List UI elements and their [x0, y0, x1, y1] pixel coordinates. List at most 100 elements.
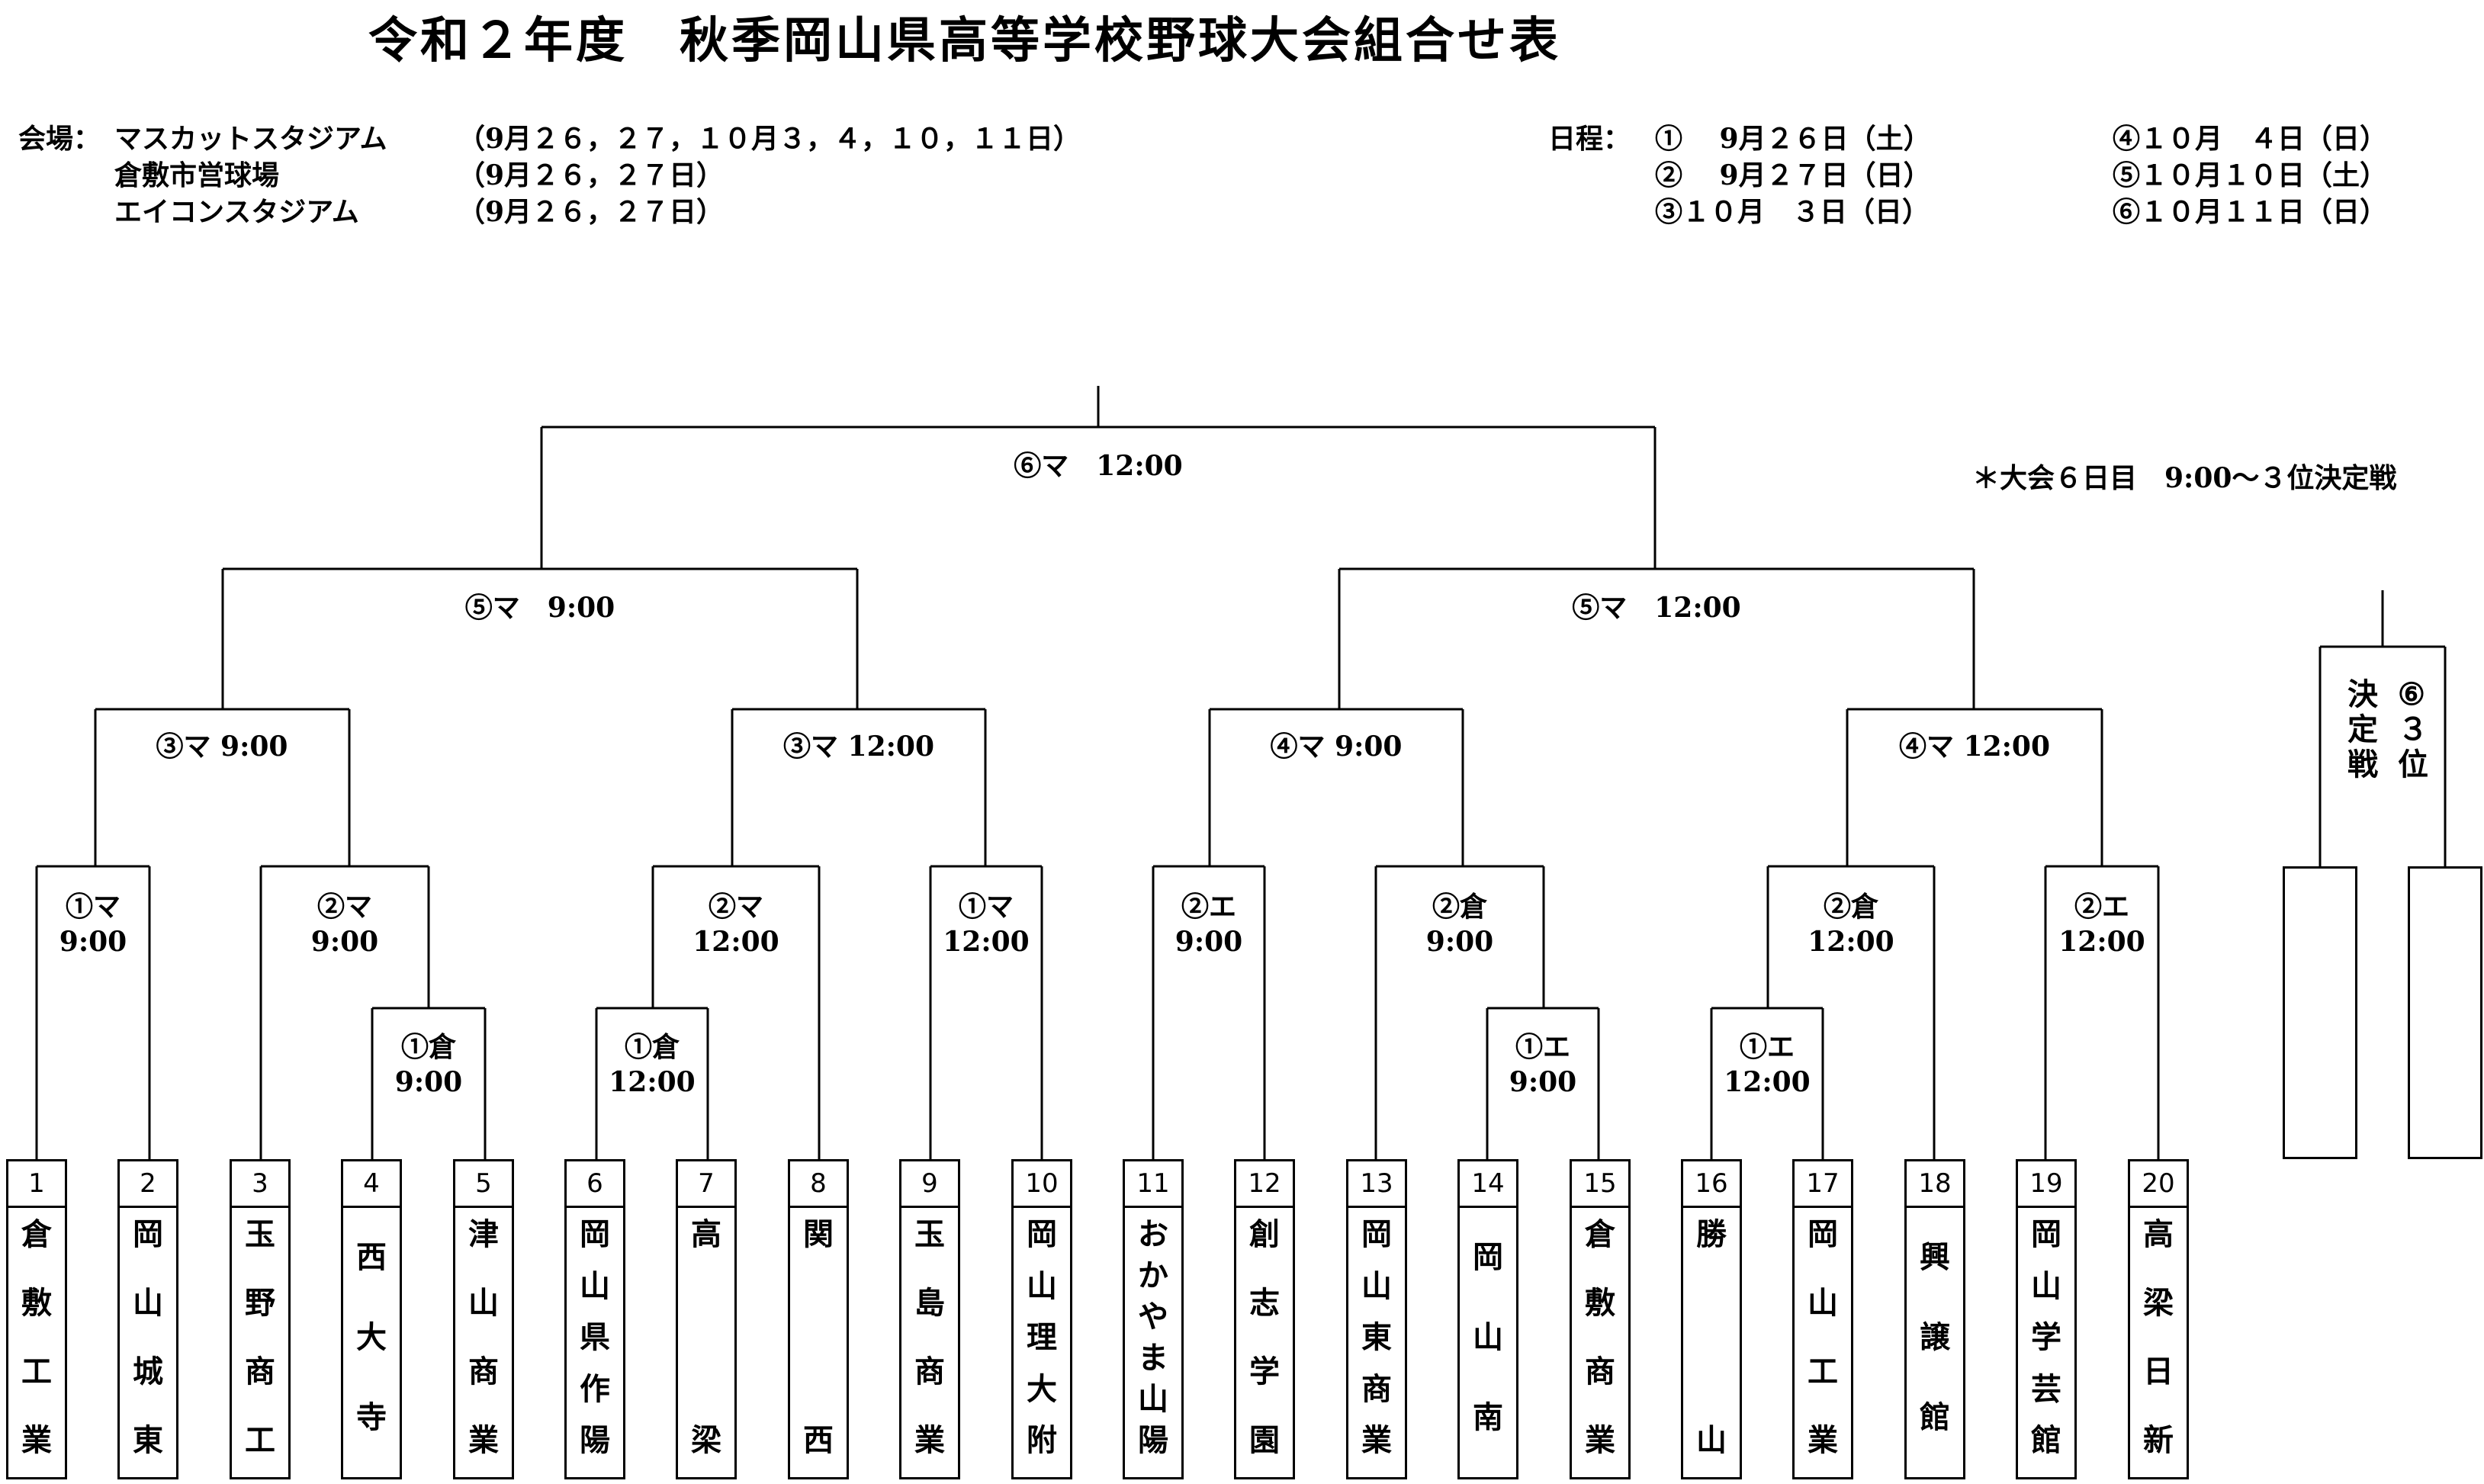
- page-title: 令和２年度 秋季岡山県高等学校野球大会組合せ表: [368, 12, 1561, 69]
- team-name-char: 館: [1920, 1399, 1950, 1436]
- team-name-char: 倉: [21, 1216, 52, 1252]
- team-name-char: 高: [2143, 1216, 2174, 1252]
- team-name-char: 大: [356, 1319, 387, 1355]
- team-name-char: ま: [1138, 1340, 1168, 1376]
- team-number: 4: [343, 1161, 400, 1208]
- third-place-slot-1: [2283, 866, 2357, 1159]
- team-name-char: 島: [914, 1285, 945, 1321]
- team-number: 12: [1236, 1161, 1293, 1208]
- schedule-day-1: ① 9月２６日（土）: [1655, 123, 1931, 155]
- venue-2-dates: （9月２６，２７日）: [458, 159, 725, 191]
- team-name-char: 学: [1249, 1354, 1280, 1389]
- team-number: 1: [8, 1161, 65, 1208]
- team-name-char: 館: [2031, 1422, 2061, 1458]
- team-name-char: 寺: [356, 1399, 387, 1436]
- team-name-char: 山: [1361, 1267, 1392, 1304]
- team-name-char: 学: [2031, 1319, 2061, 1355]
- team-name-char: 高: [691, 1216, 721, 1252]
- schedule-day-2: ② 9月２７日（日）: [1655, 159, 1931, 191]
- team-name-char: お: [1138, 1216, 1168, 1252]
- team-name-char: 東: [133, 1422, 163, 1458]
- team-name: 岡山城東: [120, 1208, 176, 1467]
- match-r3-2: ③マ 12:00: [782, 731, 935, 763]
- team-number: 3: [232, 1161, 288, 1208]
- team-name-char: 西: [803, 1422, 834, 1458]
- team-name-char: 岡: [133, 1216, 163, 1252]
- team-name: 関西: [790, 1208, 847, 1467]
- team-number: 5: [455, 1161, 512, 1208]
- team-number: 7: [678, 1161, 734, 1208]
- team-name: 岡山県作陽: [567, 1208, 623, 1467]
- venue-3-dates: （9月２６，２７日）: [458, 196, 725, 228]
- team-name-char: 附: [1027, 1422, 1057, 1458]
- team-name-char: 梁: [2143, 1285, 2174, 1321]
- team-name-char: 業: [468, 1422, 499, 1458]
- team-name-char: 山: [1473, 1319, 1503, 1355]
- team-number: 17: [1795, 1161, 1851, 1208]
- venue-2-name: 倉敷市営球場: [114, 159, 280, 191]
- match-semi-2: ⑤マ 12:00: [1572, 592, 1741, 624]
- team-number: 8: [790, 1161, 847, 1208]
- team-name-char: 志: [1249, 1285, 1280, 1321]
- team-name-char: 興: [1920, 1238, 1950, 1275]
- team-name-char: 岡: [1473, 1238, 1503, 1275]
- team-name-char: 工: [245, 1422, 275, 1458]
- team-name-char: 山: [580, 1267, 610, 1304]
- team-name-char: 譲: [1920, 1319, 1950, 1355]
- schedule-day-3: ③１０月 ３日（日）: [1655, 196, 1930, 228]
- team-name-char: か: [1138, 1258, 1168, 1293]
- team-name-char: 山: [1138, 1381, 1168, 1417]
- venue-label: 会場：: [18, 123, 101, 155]
- team-name: 創志学園: [1236, 1208, 1293, 1467]
- team-number: 18: [1907, 1161, 1963, 1208]
- team-name-char: 工: [21, 1354, 52, 1389]
- team-name-char: 理: [1027, 1319, 1057, 1355]
- team-name-char: 倉: [1585, 1216, 1615, 1252]
- team-name-char: 商: [1361, 1370, 1392, 1407]
- team-name-char: 大: [1027, 1370, 1057, 1407]
- team-name: 勝山: [1683, 1208, 1740, 1467]
- team-name-char: や: [1138, 1299, 1168, 1335]
- team-name-char: 陽: [580, 1422, 610, 1458]
- team-name-char: 商: [245, 1354, 275, 1389]
- team-name-char: 業: [21, 1422, 52, 1458]
- team-name-char: 陽: [1138, 1422, 1168, 1458]
- team-name-char: 玉: [245, 1216, 275, 1252]
- team-number: 2: [120, 1161, 176, 1208]
- team-name-char: 新: [2143, 1422, 2174, 1458]
- schedule-label: 日程：: [1548, 123, 1631, 155]
- team-name-char: 業: [1361, 1422, 1392, 1458]
- team-name-char: 芸: [2031, 1370, 2061, 1407]
- team-name-char: 業: [1585, 1422, 1615, 1458]
- team-box: 18 興譲館: [1904, 1159, 1965, 1479]
- match-final: ⑥マ 12:00: [1014, 450, 1183, 482]
- team-name-char: 商: [468, 1354, 499, 1389]
- team-name: 津山商業: [455, 1208, 512, 1467]
- team-name: 西大寺: [343, 1208, 400, 1467]
- team-name-char: 梁: [691, 1422, 721, 1458]
- team-name-char: 山: [1696, 1422, 1727, 1458]
- team-number: 20: [2130, 1161, 2187, 1208]
- team-name: おかやま山陽: [1125, 1208, 1181, 1467]
- team-number: 15: [1572, 1161, 1628, 1208]
- team-name: 高梁: [678, 1208, 734, 1467]
- team-name-char: 岡: [1808, 1216, 1838, 1252]
